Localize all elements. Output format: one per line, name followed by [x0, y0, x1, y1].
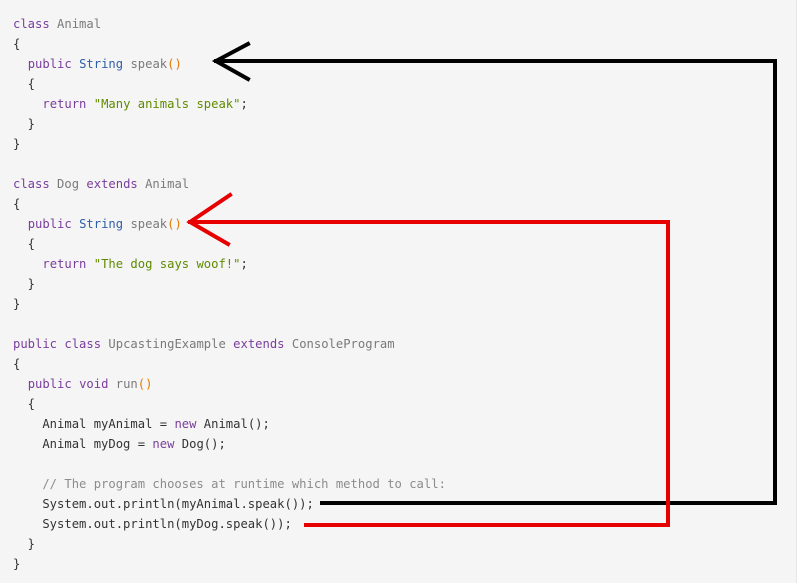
code-line: public void run(): [13, 374, 446, 394]
code-line: }: [13, 274, 446, 294]
code-line: return "The dog says woof!";: [13, 254, 446, 274]
code-line: }: [13, 554, 446, 574]
code-line: {: [13, 354, 446, 374]
code-token: {: [13, 397, 36, 411]
code-token: }: [13, 537, 36, 551]
code-token: ;: [240, 257, 248, 271]
code-token: }: [13, 277, 36, 291]
code-line: {: [13, 194, 446, 214]
code-token: speak: [130, 217, 168, 231]
code-token: Animal: [57, 17, 102, 31]
code-token: {: [13, 37, 21, 51]
code-token: {: [13, 197, 21, 211]
code-token: System.out.println(myAnimal.speak());: [13, 497, 314, 511]
code-token: new: [152, 437, 182, 451]
code-token: class: [13, 17, 58, 31]
code-token: speak: [130, 57, 168, 71]
code-token: class: [13, 177, 58, 191]
code-token: public: [27, 57, 80, 71]
code-token: {: [13, 77, 36, 91]
code-token: class: [64, 337, 109, 351]
code-token: return: [42, 97, 94, 111]
code-line: System.out.println(myDog.speak());: [13, 514, 446, 534]
code-line: }: [13, 134, 446, 154]
code-line: [13, 154, 446, 174]
code-token: ConsoleProgram: [291, 337, 395, 351]
code-token: }: [13, 297, 21, 311]
code-token: new: [174, 417, 204, 431]
code-token: // The program chooses at runtime which …: [13, 477, 446, 491]
code-line: System.out.println(myAnimal.speak());: [13, 494, 446, 514]
code-token: Dog();: [181, 437, 226, 451]
code-token: {: [13, 357, 21, 371]
code-token: void: [79, 377, 116, 391]
code-line: class Animal: [13, 14, 446, 34]
code-token: "The dog says woof!": [93, 257, 241, 271]
code-token: }: [13, 557, 21, 571]
code-line: {: [13, 234, 446, 254]
code-token: ;: [240, 97, 248, 111]
code-line: public class UpcastingExample extends Co…: [13, 334, 446, 354]
code-token: [13, 257, 42, 271]
code-token: System.out.println(myDog.speak());: [13, 517, 292, 531]
code-token: String: [79, 217, 131, 231]
code-token: run: [115, 377, 138, 391]
code-line: }: [13, 114, 446, 134]
code-token: public: [13, 337, 65, 351]
code-token: }: [13, 117, 36, 131]
code-line: [13, 314, 446, 334]
code-token: [13, 57, 28, 71]
code-token: String: [79, 57, 131, 71]
code-token: (): [137, 377, 153, 391]
code-line: {: [13, 74, 446, 94]
code-line: {: [13, 34, 446, 54]
code-line: Animal myDog = new Dog();: [13, 434, 446, 454]
code-token: Dog: [57, 177, 87, 191]
code-line: return "Many animals speak";: [13, 94, 446, 114]
code-token: extends: [233, 337, 292, 351]
code-token: Animal myDog =: [13, 437, 153, 451]
code-token: Animal: [145, 177, 190, 191]
code-token: [13, 97, 42, 111]
code-token: }: [13, 137, 21, 151]
code-token: UpcastingExample: [108, 337, 234, 351]
code-line: public String speak(): [13, 54, 446, 74]
code-token: extends: [86, 177, 146, 191]
code-line: class Dog extends Animal: [13, 174, 446, 194]
code-line: {: [13, 394, 446, 414]
code-token: public: [27, 377, 80, 391]
code-token: {: [13, 237, 36, 251]
code-line: // The program chooses at runtime which …: [13, 474, 446, 494]
code-line: [13, 454, 446, 474]
code-line: }: [13, 294, 446, 314]
code-token: Animal();: [203, 417, 270, 431]
code-line: }: [13, 534, 446, 554]
code-token: (): [167, 57, 182, 71]
code-token: Animal myAnimal =: [13, 417, 175, 431]
code-token: (): [167, 217, 182, 231]
code-listing: class Animal{ public String speak() { re…: [13, 14, 446, 574]
code-line: Animal myAnimal = new Animal();: [13, 414, 446, 434]
code-token: return: [42, 257, 94, 271]
code-token: [13, 377, 28, 391]
code-token: "Many animals speak": [93, 97, 241, 111]
code-token: public: [27, 217, 80, 231]
code-token: [13, 217, 28, 231]
code-line: public String speak(): [13, 214, 446, 234]
